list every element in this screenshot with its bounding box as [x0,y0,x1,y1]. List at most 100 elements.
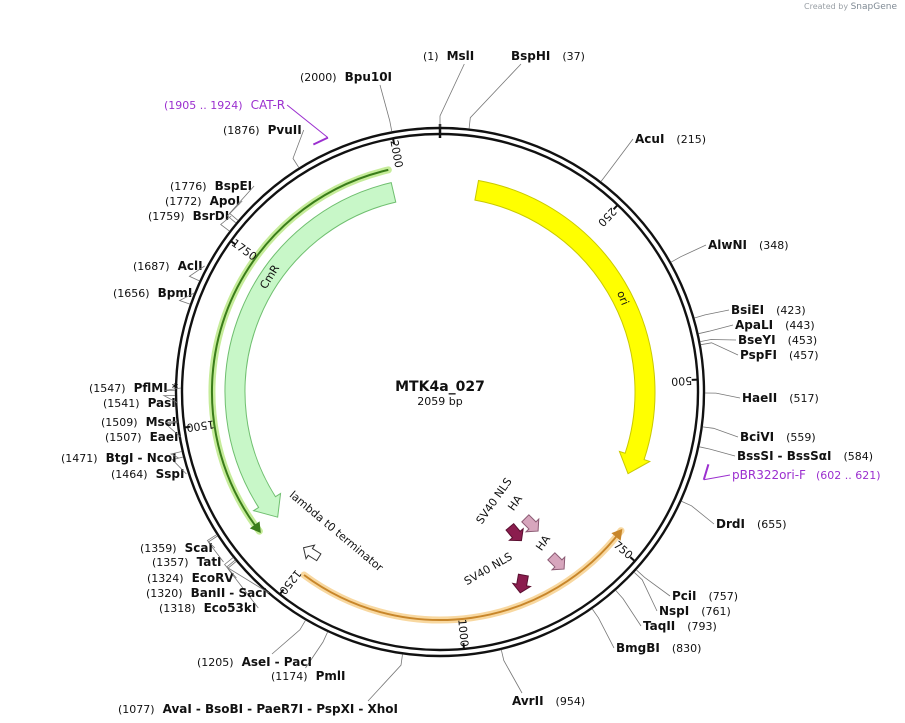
site-sep: - [275,655,284,669]
site-label: BmgBI(830) [616,641,701,655]
site-sep: - [138,451,147,465]
site-enzyme-name: HaeII [742,391,777,405]
site-haeii[interactable]: HaeII(517) [704,391,819,405]
site-connector [188,265,205,282]
site-enzyme-name: Bpu10I [345,70,392,84]
site-connector [379,84,393,132]
site-apoi[interactable]: (1772)ApoI [165,194,243,224]
site-connector [636,569,671,597]
site-label: BciVI(559) [740,430,816,444]
primer-layer: (1905 .. 1924)CAT-R pBR322ori-F(602 .. 62… [164,98,881,482]
site-eaei[interactable]: (1507)EaeI [105,422,181,444]
site-label: (1547)PflMI * [89,381,179,395]
site-connector [165,420,179,423]
site-bsiei[interactable]: BsiEI(423) [694,303,806,319]
site-asei[interactable]: (1205)AseI- PacI [197,620,312,669]
site-pvuii[interactable]: (1876)PvuII [223,123,305,168]
site-enzyme-name: AseI [242,655,271,669]
site-label: DrdI(655) [716,517,787,531]
site-position: (457) [789,349,819,362]
site-banii[interactable]: (1320)BanII- SacI [146,559,270,600]
site-eco53ki[interactable]: (1318)Eco53kI [159,561,259,615]
site-position: (1359) [140,542,177,555]
site-pspfi[interactable]: PspFI (457) [700,342,819,362]
site-bcivi[interactable]: BciVI(559) [702,426,816,444]
primer-cat-r[interactable]: (1905 .. 1924)CAT-R [164,98,329,146]
site-enzyme-name: MslI [447,49,475,63]
site-connector [694,309,730,319]
site-avai[interactable]: (1077)AvaI- BsoBI- PaeR7I- PspXI- XhoI [118,654,403,716]
site-position: (2000) [300,71,337,84]
site-bsssi[interactable]: BssSI- BssSαI(584) [699,446,873,463]
site-enzyme-name: TatI [197,555,222,569]
site-sep: - [247,702,256,716]
site-scai[interactable]: (1359)ScaI [140,534,217,555]
site-enzyme-name: PspFI [740,348,777,362]
site-nspi[interactable]: NspI(761) [633,572,731,618]
site-label: (1464)SspI [111,467,184,481]
site-bpmi[interactable]: (1656)BpmI [113,286,195,305]
site-sep: - [358,702,367,716]
site-sspi[interactable]: (1464)SspI [111,456,187,481]
snapgene-brand: SnapGene [850,2,897,12]
site-connector [700,342,739,356]
site-connector [500,649,523,694]
site-label: (1876)PvuII [223,123,302,137]
site-pasi[interactable]: (1541)PasI [103,395,178,410]
site-enzyme-name: BspEI [215,179,253,193]
site-connector [468,63,522,129]
site-sep: - [196,702,205,716]
site-bspei[interactable]: (1776)BspEI [170,179,255,221]
site-connector [169,451,182,459]
site-position: (954) [556,695,586,708]
site-label: (1687)AclI [133,259,203,273]
site-label: BspHI(37) [511,49,585,63]
site-pcii[interactable]: PciI(757) [636,569,738,603]
site-apali[interactable]: ApaLI(443) [698,318,815,335]
site-bseyi[interactable]: BseYI(453) [700,333,817,347]
plasmid-name: MTK4a_027 [395,379,485,395]
site-ecorv[interactable]: (1324)EcoRV [147,557,237,585]
site-enzyme-name: MscI [146,415,177,429]
tick-mark [230,240,237,246]
site-enzyme-name: BssSI [737,449,774,463]
site-position: (655) [757,518,787,531]
site-position: (1357) [152,556,189,569]
site-connector [178,292,195,305]
site-acli[interactable]: (1687)AclI [133,259,205,282]
site-msci[interactable]: (1509) MscI [101,415,179,429]
site-alwni[interactable]: AlwNI(348) [670,238,789,263]
site-bsrdi[interactable]: (1759)BsrDI [148,209,232,232]
ha-1-arrow-shape [521,514,540,533]
primer-connector [703,474,731,481]
site-position: (1509) [101,416,138,429]
site-acui[interactable]: AcuI(215) [600,132,706,182]
site-enzyme-name: BpmI [158,286,193,300]
site-label: PspFI (457) [740,348,819,362]
site-pmli[interactable]: (1174)PmlI [271,631,345,683]
site-position: (1205) [197,656,234,669]
site-enzyme-name: PflMI * [134,381,179,395]
site-enzyme-name: ApaLI [735,318,773,332]
site-connector [600,138,634,182]
primer-pbr322ori-f[interactable]: pBR322ori-F(602 .. 621) [702,464,881,482]
site-avrii[interactable]: AvrII(954) [500,649,586,708]
site-taqii[interactable]: TaqII(793) [615,590,717,633]
primer-range: (602 .. 621) [816,469,881,482]
site-bmgbi[interactable]: BmgBI(830) [591,608,701,655]
site-drdi[interactable]: DrdI(655) [681,500,787,531]
site-connector [704,392,741,399]
site-sep: - [307,702,316,716]
site-pflmi[interactable]: (1547)PflMI * [89,381,181,395]
sv40-nls-2-arrow-shape [511,573,532,594]
site-msli[interactable]: (1)MslI [423,49,474,127]
site-bpu10i[interactable]: (2000) Bpu10I [300,70,393,132]
site-connector [439,63,465,127]
site-btgi[interactable]: (1471)BtgI- NcoI [61,451,182,465]
tick-mark [629,556,636,562]
site-enzyme-name: BseYI [738,333,776,347]
sv40-nls-1-arrow-shape [505,522,524,542]
tick-mark [462,642,465,649]
orf-bottom-arrowhead [611,528,623,541]
site-bsphi[interactable]: BspHI(37) [468,49,585,129]
